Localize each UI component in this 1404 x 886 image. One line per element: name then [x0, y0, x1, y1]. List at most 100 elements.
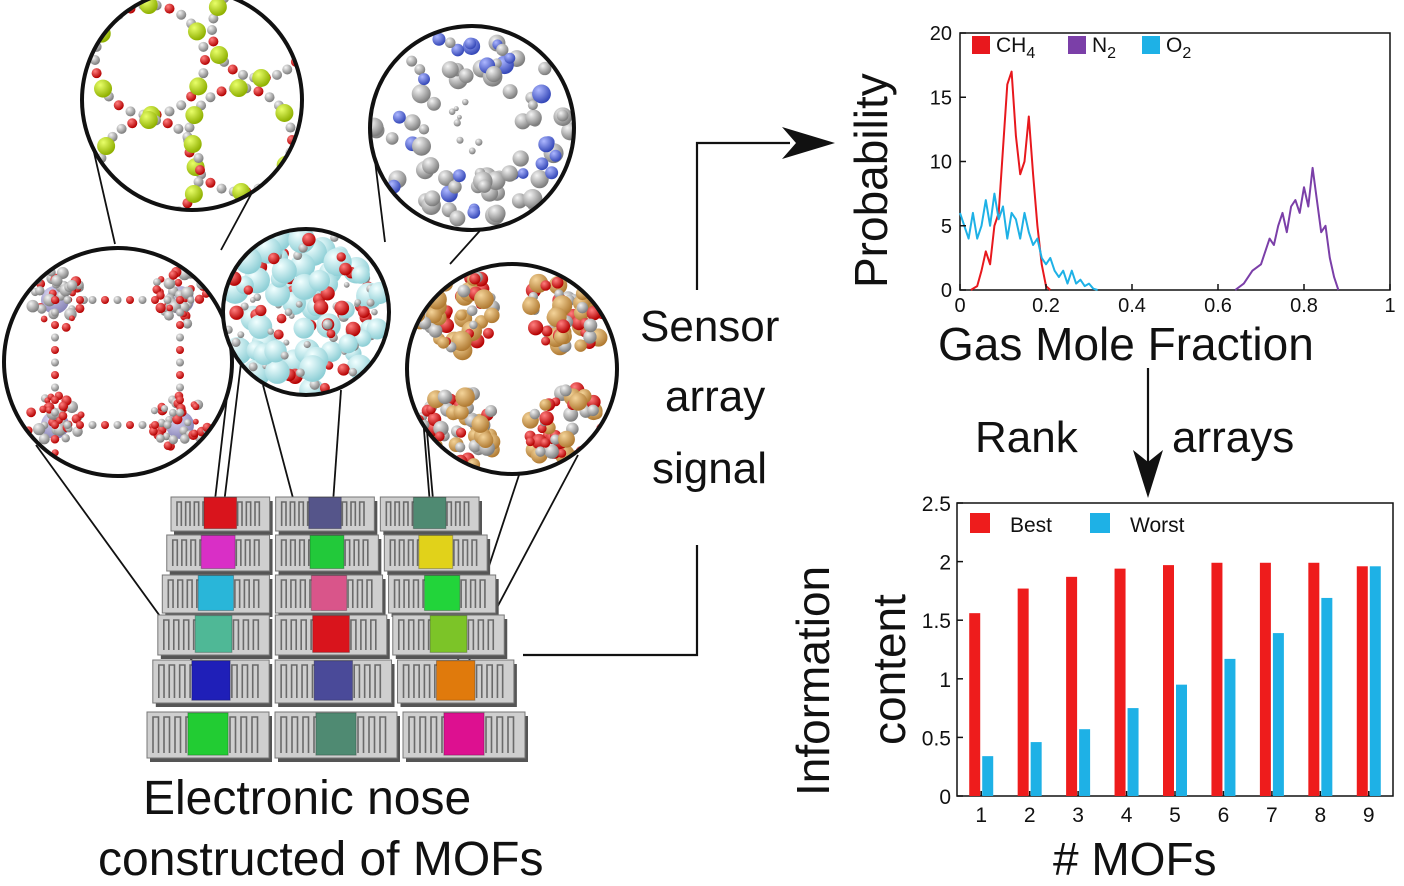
flow-arrows: [523, 127, 1163, 657]
information-y-axis-label-line1: Information: [787, 565, 839, 796]
sensor-cell: [274, 659, 395, 707]
legend-item-o2: O2: [1142, 34, 1191, 62]
sensor-pad: [310, 575, 348, 611]
information-y-tick: 0.5: [922, 727, 951, 750]
bar-best: [969, 613, 981, 796]
bar-worst: [1369, 566, 1381, 796]
information-y-tick: 0: [939, 786, 951, 809]
sensor-pad: [429, 615, 468, 653]
board-to-signal-line: [523, 545, 699, 657]
sensor-pad: [418, 534, 454, 570]
legend-label: Worst: [1130, 514, 1185, 537]
legend-item-n2: N2: [1068, 34, 1116, 62]
bar-worst: [1079, 729, 1091, 796]
sensor-cell: [152, 659, 273, 707]
sensor-pad: [315, 712, 357, 756]
electronic-nose-sublabel: constructed of MOFs: [98, 833, 544, 886]
mofs-x-tick: 7: [1266, 804, 1278, 827]
mofs-x-tick: 4: [1121, 804, 1133, 827]
series-line-ch4: [970, 70, 1051, 291]
arrowhead-down-icon: [1133, 450, 1163, 498]
probability-y-tick: 10: [930, 152, 952, 174]
mofs-x-tick: 5: [1169, 804, 1181, 827]
rank-label: Rank: [975, 413, 1078, 462]
legend-label: CH4: [996, 34, 1035, 62]
bar-best: [1356, 566, 1368, 796]
legend-label: N2: [1092, 34, 1116, 62]
mofs-x-tick: 3: [1072, 804, 1084, 827]
probability-x-tick: 0.6: [1204, 295, 1232, 317]
probability-y-tick: 0: [941, 280, 952, 302]
signal-label: signal: [652, 444, 767, 493]
array-label: array: [665, 372, 766, 421]
sensor-pad: [194, 615, 233, 653]
mof-zoom-circle-mid-right: [405, 262, 619, 476]
sensor-cell: [388, 574, 499, 617]
mof-zoom-circle-mid-left: [2, 246, 234, 478]
bar-worst: [982, 756, 994, 796]
mofs-x-tick: 2: [1024, 804, 1036, 827]
sensor-pad: [313, 660, 354, 701]
sensor-pad: [412, 496, 447, 530]
sensor-pad: [443, 712, 485, 756]
sensor-cell: [397, 659, 517, 707]
sensor-cell: [275, 534, 382, 575]
arrays-label: arrays: [1172, 413, 1295, 462]
mof-zoom-circle-top-left: [80, 0, 304, 212]
probability-x-tick: 0: [954, 295, 965, 317]
probability-x-tick: 1: [1384, 295, 1395, 317]
sensor-pad: [435, 660, 476, 701]
probability-y-tick: 5: [941, 216, 952, 238]
arrowhead-right-icon: [782, 127, 835, 159]
sensor-pad: [191, 660, 231, 701]
probability-y-tick: 15: [930, 87, 952, 109]
legend-label: O2: [1166, 34, 1191, 62]
sensor-cell: [146, 711, 272, 762]
electronic-nose-sensor-array: [146, 496, 528, 762]
information-y-tick: 2: [939, 552, 951, 575]
information-x-axis-label: # MOFs: [1053, 833, 1217, 885]
sensor-cell: [274, 614, 390, 659]
bar-worst: [1176, 684, 1187, 796]
bar-worst: [1272, 633, 1284, 796]
information-y-tick: 1: [939, 669, 951, 692]
series-line-o2: [959, 192, 1098, 291]
legend-item-ch4: CH4: [972, 34, 1035, 62]
sensor-cell: [392, 614, 508, 659]
information-y-tick: 1.5: [922, 610, 951, 633]
information-y-axis-label-line2: content: [863, 594, 915, 745]
sensor-pad: [312, 615, 350, 653]
mof-zoom-circle-center: [221, 227, 391, 397]
electronic-nose-label: Electronic nose: [143, 772, 472, 825]
mof-zoom-circle-top-right: [368, 24, 576, 232]
mofs-x-tick: 6: [1218, 804, 1230, 827]
probability-x-tick: 0.4: [1118, 295, 1146, 317]
bar-worst: [1321, 597, 1333, 796]
sensor-cell: [274, 711, 400, 762]
bar-worst: [1030, 742, 1042, 796]
sensor-label: Sensor: [640, 302, 780, 351]
bar-worst: [1127, 708, 1139, 796]
bar-best: [1211, 562, 1223, 796]
sensor-cell: [166, 534, 273, 575]
mofs-x-tick: 1: [975, 804, 987, 827]
series-line-n2: [1234, 166, 1340, 291]
probability-x-tick: 0.2: [1032, 295, 1060, 317]
probability-chart: 0 5 10 15 20 0 0.2 0.4 0.6 0.8 1 CH4 N2 O2: [930, 23, 1396, 317]
sensor-pad: [423, 575, 461, 611]
mofs-x-tick: 9: [1363, 804, 1375, 827]
sensor-to-chart-arrow: [695, 141, 790, 290]
sensor-cell: [161, 574, 273, 617]
bar-best: [1017, 588, 1029, 796]
bar-best: [1259, 562, 1271, 796]
bar-worst: [1224, 658, 1236, 796]
sensor-pad: [203, 496, 238, 530]
probability-y-tick: 20: [930, 23, 952, 45]
sensor-cell: [274, 574, 386, 617]
probability-x-tick: 0.8: [1290, 295, 1318, 317]
probability-x-axis-label: Gas Mole Fraction: [938, 318, 1314, 370]
sensor-cell: [402, 711, 528, 762]
sensor-cell: [170, 496, 273, 535]
